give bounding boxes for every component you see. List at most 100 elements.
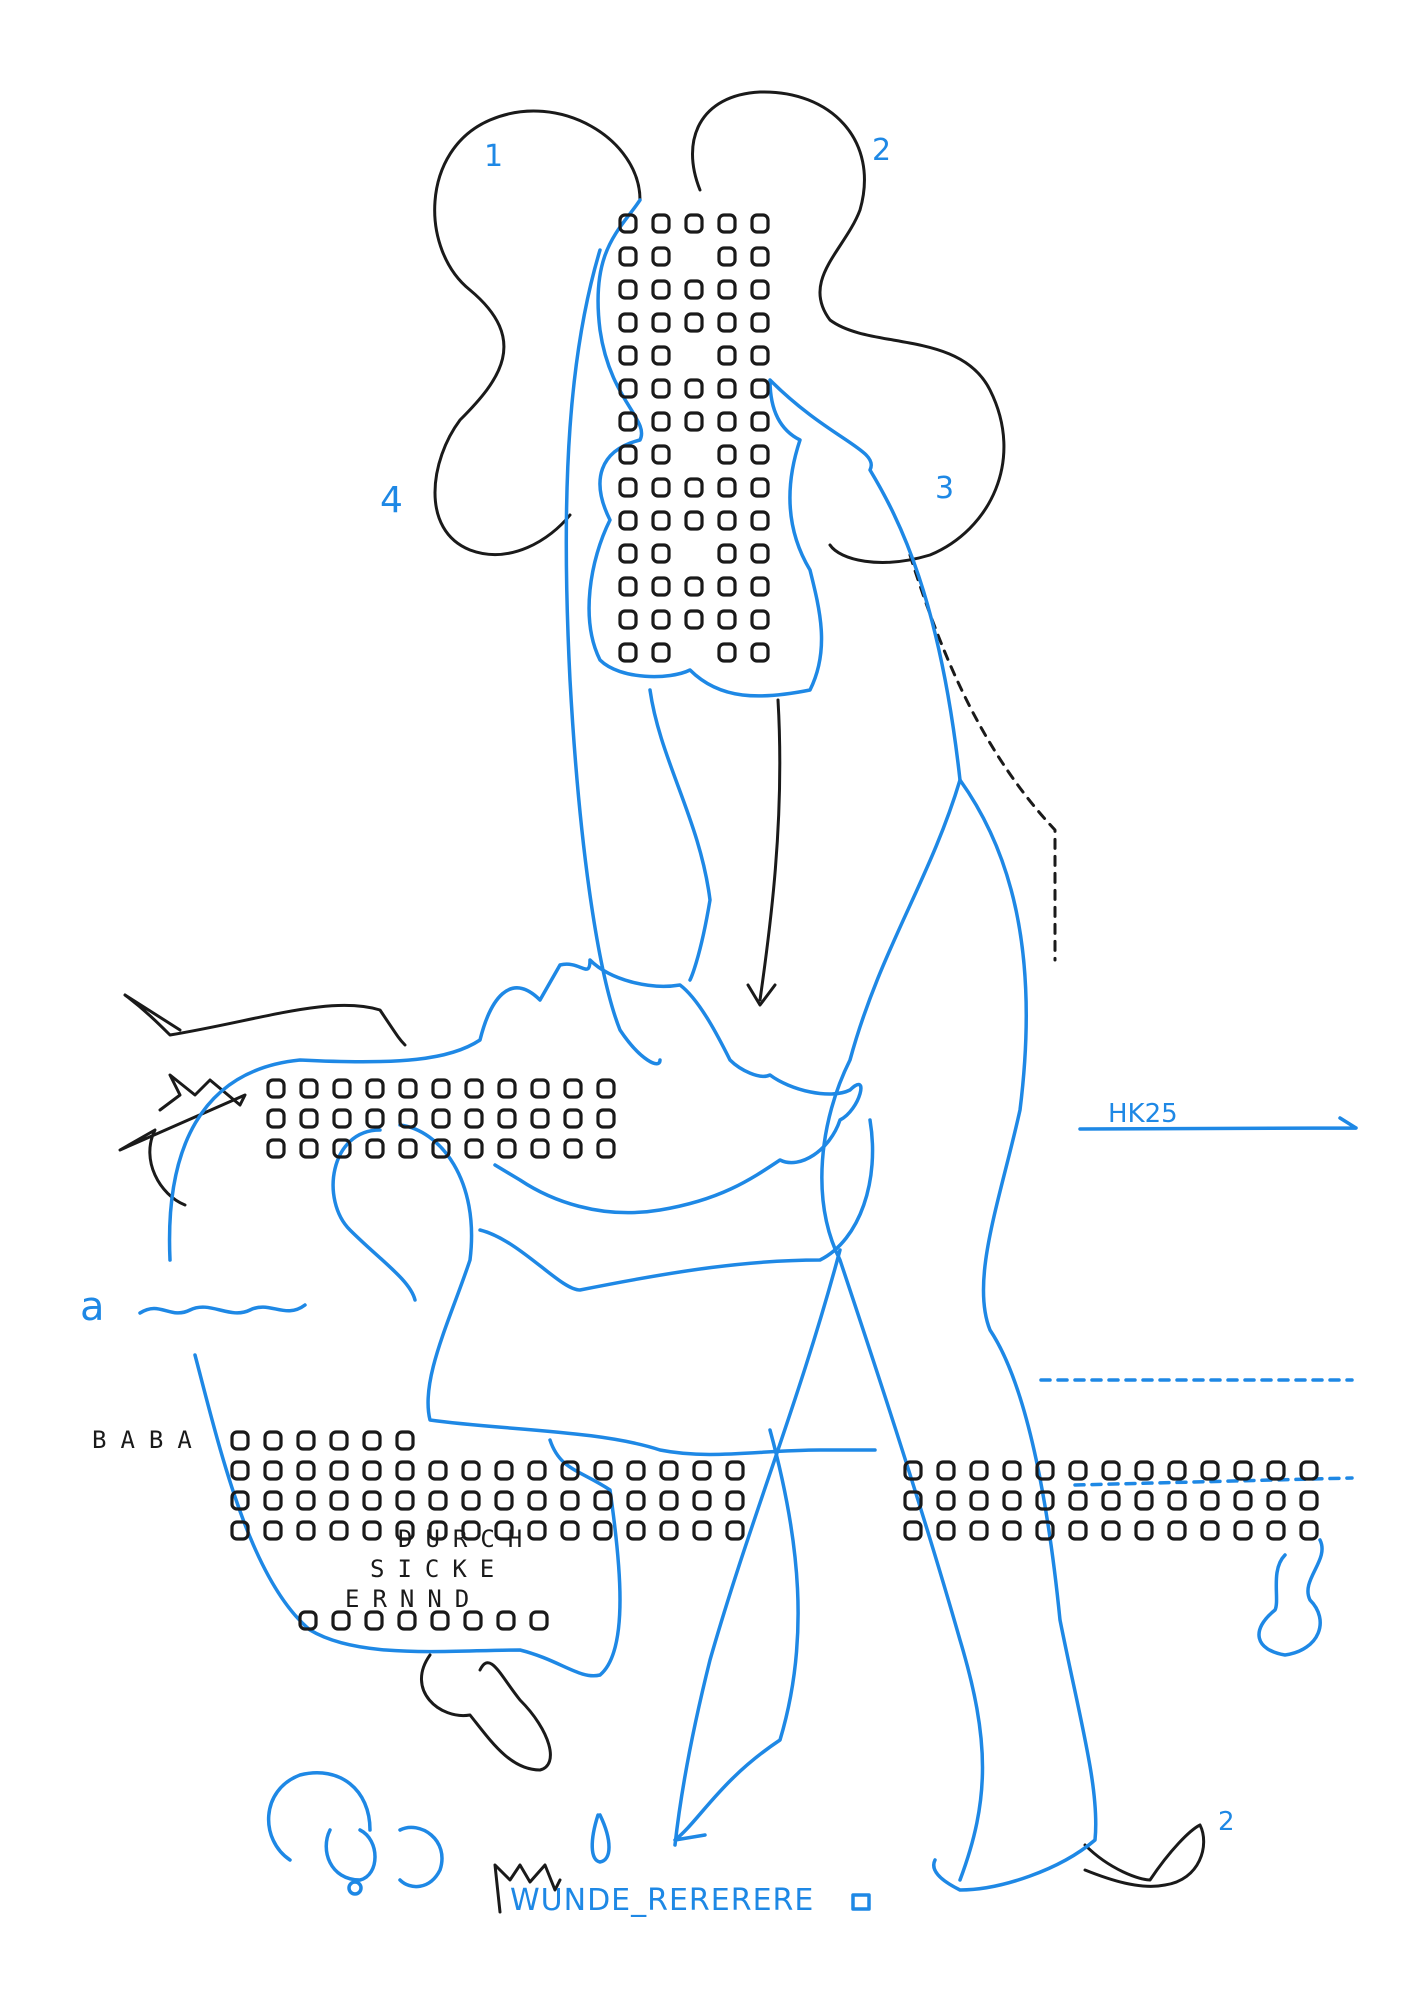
grid-cell <box>364 1610 384 1631</box>
grid-cell <box>230 1460 250 1481</box>
grid-cell <box>903 1490 923 1511</box>
grid-cell <box>593 1490 613 1511</box>
grid-cell <box>362 1430 382 1451</box>
grid-cell <box>684 213 704 234</box>
grid-cell <box>1167 1460 1187 1481</box>
grid-cell <box>1068 1460 1088 1481</box>
flower-outline <box>433 90 1006 564</box>
grid-cell <box>717 477 737 498</box>
grid-cell <box>266 1078 286 1099</box>
grid-cell <box>1299 1460 1319 1481</box>
grid-cell <box>494 1520 514 1541</box>
grid-cell <box>618 444 638 465</box>
grid-cell <box>651 345 671 366</box>
grid-cell <box>651 312 671 333</box>
grid-cell <box>1134 1520 1154 1541</box>
grid-cell <box>684 378 704 399</box>
grid-cell <box>750 279 770 300</box>
grid-cell <box>593 1460 613 1481</box>
grid-cell <box>497 1078 517 1099</box>
grid-cell <box>725 1460 745 1481</box>
grid-cell <box>750 345 770 366</box>
left-leg <box>673 1428 800 1842</box>
small-foot-hook <box>1257 1538 1324 1657</box>
grid-cell <box>263 1430 283 1451</box>
grid-cell <box>266 1108 286 1129</box>
grid-cell <box>329 1490 349 1511</box>
grid-cell <box>626 1490 646 1511</box>
grid-cell <box>329 1430 349 1451</box>
grid-cell <box>936 1460 956 1481</box>
grid-cell <box>263 1520 283 1541</box>
grid-cell <box>618 543 638 564</box>
grid-cell <box>651 543 671 564</box>
grid-cell <box>461 1490 481 1511</box>
grid-cell <box>717 609 737 630</box>
grid-cell <box>430 1610 450 1631</box>
grid-cell <box>684 312 704 333</box>
grid-cell <box>494 1490 514 1511</box>
grid-cell <box>1233 1490 1253 1511</box>
grid-cell <box>651 576 671 597</box>
grid-cell <box>1299 1490 1319 1511</box>
grid-cell <box>1002 1490 1022 1511</box>
petal-label-1: 1 <box>484 139 503 174</box>
grid-cell <box>263 1490 283 1511</box>
grid-cell <box>362 1520 382 1541</box>
hk25-arrow[interactable] <box>1078 1116 1358 1131</box>
grid-cell <box>332 1108 352 1129</box>
grid-cell <box>362 1460 382 1481</box>
grid-cell <box>428 1490 448 1511</box>
grid-cell <box>618 213 638 234</box>
grid-cell <box>717 576 737 597</box>
grid-cell <box>332 1138 352 1159</box>
grid-cell <box>461 1460 481 1481</box>
grid-cell <box>428 1460 448 1481</box>
grid-cell <box>529 1610 549 1631</box>
grid-cell <box>936 1520 956 1541</box>
mouse-doodle <box>267 1771 444 1889</box>
grid-cell <box>1134 1490 1154 1511</box>
grid-word-sicke: SICKE <box>370 1555 507 1583</box>
grid-cell <box>651 477 671 498</box>
grid-cell <box>1134 1460 1154 1481</box>
grid-cell <box>494 1460 514 1481</box>
grid-cell <box>230 1520 250 1541</box>
grid-cell <box>717 246 737 267</box>
petal-label-4: 4 <box>380 480 403 521</box>
grid-cell <box>651 444 671 465</box>
grid-cell <box>398 1108 418 1129</box>
grid-cell <box>596 1108 616 1129</box>
grid-cell <box>398 1138 418 1159</box>
grid-cell <box>717 279 737 300</box>
grid-cell <box>296 1430 316 1451</box>
grid-cell <box>750 543 770 564</box>
grid-cell <box>651 246 671 267</box>
grid-cell <box>903 1460 923 1481</box>
grid-cell <box>332 1078 352 1099</box>
grid-cell <box>1200 1460 1220 1481</box>
grid-cell <box>692 1490 712 1511</box>
grid-cell <box>1101 1520 1121 1541</box>
grid-cell <box>659 1460 679 1481</box>
grid-cell <box>692 1460 712 1481</box>
grid-cell <box>296 1460 316 1481</box>
foot-bow <box>1083 1823 1206 1888</box>
grid-cell <box>1035 1520 1055 1541</box>
grid-cell <box>684 477 704 498</box>
grid-cell <box>750 411 770 432</box>
grid-cell <box>717 411 737 432</box>
grid-cell <box>329 1460 349 1481</box>
grid-cell <box>230 1430 250 1451</box>
crown-doodle <box>493 1863 562 1914</box>
grid-cell <box>395 1460 415 1481</box>
grid-cell <box>1101 1460 1121 1481</box>
grid-cell <box>717 345 737 366</box>
grid-cell <box>497 1108 517 1129</box>
grid-cell <box>651 411 671 432</box>
grid-cell <box>263 1460 283 1481</box>
grid-cell <box>395 1430 415 1451</box>
grid-cell <box>230 1490 250 1511</box>
grid-cell <box>1002 1460 1022 1481</box>
grid-cell <box>651 279 671 300</box>
